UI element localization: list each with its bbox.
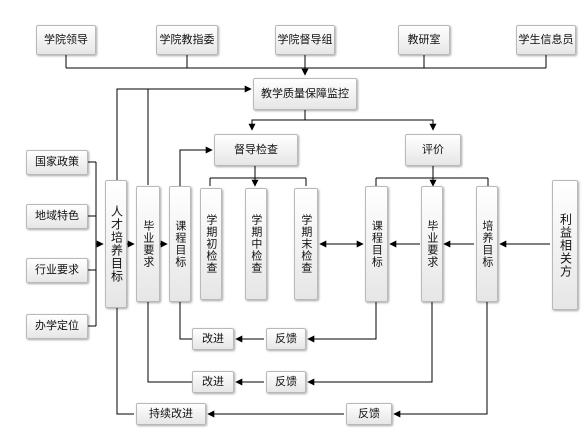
talent-goal-label: 人才培养目标	[109, 205, 124, 283]
node-evaluation: 评价	[405, 134, 461, 166]
course-goal-left-label: 课程目标	[173, 220, 187, 268]
node-graduation-req-right: 毕业要求	[421, 186, 443, 302]
node-talent-goal: 人才培养目标	[105, 180, 127, 308]
training-goal-label: 培养目标	[480, 220, 494, 268]
node-course-goal-right: 课程目标	[365, 186, 388, 302]
node-school-positioning: 办学定位	[26, 314, 88, 339]
node-national-policy: 国家政策	[26, 150, 88, 175]
node-industry-requirements: 行业要求	[26, 258, 88, 283]
node-graduation-req-left: 毕业要求	[136, 186, 160, 302]
node-improve-1: 改进	[192, 328, 234, 350]
early-term-check-label: 学期初检查	[204, 214, 218, 274]
node-mid-term-check: 学期中检查	[245, 188, 267, 300]
node-feedback-3: 反馈	[346, 403, 392, 425]
graduation-req-right-label: 毕业要求	[425, 220, 439, 268]
node-feedback-1: 反馈	[266, 328, 306, 350]
node-leadership: 学院领导	[36, 25, 96, 55]
mid-term-check-label: 学期中检查	[249, 214, 263, 274]
graduation-req-left-label: 毕业要求	[141, 220, 155, 268]
node-teaching-office: 教研室	[398, 25, 450, 55]
node-early-term-check: 学期初检查	[200, 188, 222, 300]
node-course-goal-left: 课程目标	[169, 186, 191, 302]
node-improve-2: 改进	[192, 371, 234, 393]
node-supervision-group: 学院督导组	[275, 25, 335, 55]
course-goal-right-label: 课程目标	[370, 220, 384, 268]
node-teaching-committee: 学院教指委	[156, 25, 218, 55]
end-term-check-label: 学期末检查	[299, 214, 313, 274]
stakeholders-label: 利益相关方	[558, 212, 573, 278]
node-feedback-2: 反馈	[266, 371, 306, 393]
node-quality-monitor: 教学质量保障监控	[253, 78, 357, 110]
node-continuous-improve: 持续改进	[136, 403, 206, 425]
node-student-informant: 学生信息员	[516, 25, 576, 55]
node-end-term-check: 学期末检查	[294, 188, 318, 300]
node-supervision-check: 督导检查	[214, 134, 298, 166]
node-regional-features: 地域特色	[26, 204, 88, 229]
node-stakeholders: 利益相关方	[552, 180, 578, 310]
node-training-goal: 培养目标	[476, 186, 498, 302]
